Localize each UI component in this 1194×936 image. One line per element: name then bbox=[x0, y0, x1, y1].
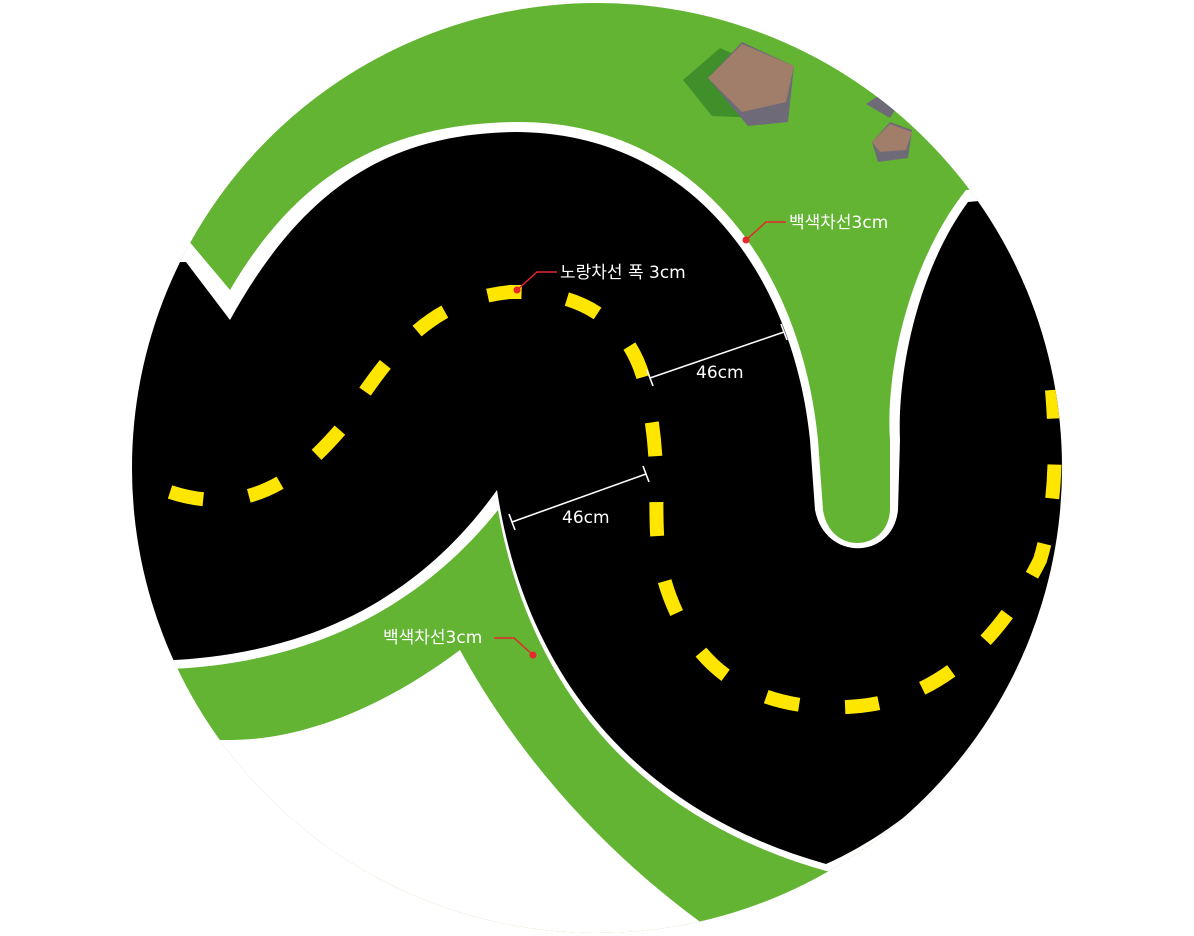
lane-width-label-upper: 46cm bbox=[696, 363, 744, 383]
callout-white-line-bottom bbox=[494, 637, 537, 659]
road bbox=[132, 132, 1062, 864]
yellow-line-width-label: 노랑차선 폭 3cm bbox=[560, 263, 686, 283]
lane-width-dimension-lower bbox=[508, 465, 650, 531]
lane-width-dimension-upper bbox=[646, 323, 788, 387]
mat-circle bbox=[132, 3, 1062, 933]
white-line-label-top: 백색차선3cm bbox=[789, 213, 888, 233]
rock-icon bbox=[683, 42, 794, 126]
lane-width-label-lower: 46cm bbox=[562, 508, 610, 528]
center-dashed-line bbox=[167, 284, 1062, 715]
callout-white-line-top bbox=[742, 221, 786, 244]
rock-icon bbox=[872, 122, 912, 162]
callout-yellow-line bbox=[513, 271, 557, 294]
white-line-label-bottom: 백색차선3cm bbox=[383, 628, 482, 648]
